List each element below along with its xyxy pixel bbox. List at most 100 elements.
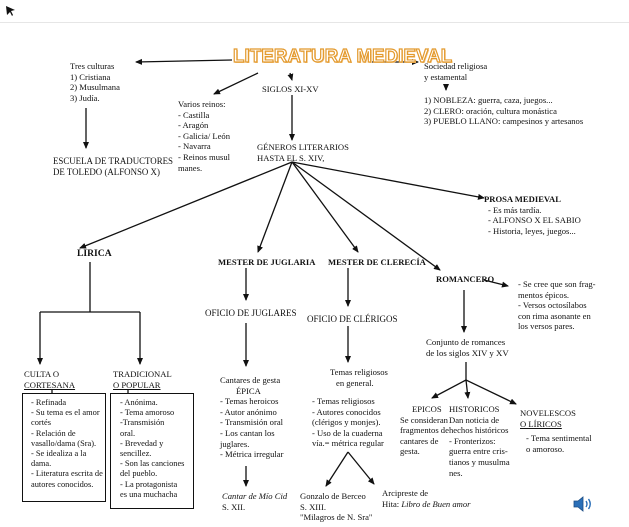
trad-box-line: - La protagonista xyxy=(120,479,178,489)
varios-reinos: Varios reinos: - Castilla - Aragón - Gal… xyxy=(178,99,230,173)
novelescos-title: NOVELESCOS xyxy=(520,408,576,418)
cantares-line: - Métrica irregular xyxy=(220,449,284,460)
historicos-line: hechos históricos xyxy=(449,425,509,436)
berceo-line: "Milagros de N. Sra" xyxy=(300,512,373,523)
cantares-line: - Transmisión oral xyxy=(220,417,284,428)
culta-line: CORTESANA xyxy=(24,379,76,390)
culta-cortesana: CULTA O CORTESANA xyxy=(24,369,75,390)
trad-box-line: - Anónima. xyxy=(120,398,158,407)
tres-culturas-line: 1) Cristiana xyxy=(70,71,111,82)
historicos-line: tianos y musulma xyxy=(449,456,510,467)
estamentos-list: 1) NOBLEZA: guerra, caza, juegos... 2) C… xyxy=(424,95,583,127)
epicos-title: EPICOS xyxy=(412,404,442,414)
culta-line: CULTA O xyxy=(24,369,60,379)
trad-box-line: -Transmisión xyxy=(120,418,165,428)
epicos-line: Se consideran xyxy=(400,414,448,425)
trad-box-line: sencillez. xyxy=(120,449,152,459)
speaker-icon[interactable] xyxy=(572,494,594,519)
trad-box-line: es una muchacha xyxy=(120,489,178,499)
clerecia-list: - Temas religiosos - Autores conocidos (… xyxy=(312,396,384,449)
historicos-title: HISTORICOS xyxy=(449,404,500,414)
historicos-line: guerra entre cris- xyxy=(449,446,508,457)
top-toolbar-strip xyxy=(0,0,629,23)
novelescos-line: - Tema sentimental xyxy=(526,433,592,444)
romancero-note-line: - Versos octosílabos xyxy=(518,300,587,311)
culta-box-line: - Relación de xyxy=(31,428,76,438)
clerecia-list-line: vía.= métrica regular xyxy=(312,438,384,449)
culta-box-line: autores conocidos. xyxy=(31,479,94,489)
clerecia-list-line: - Uso de la cuaderna xyxy=(312,427,383,438)
culta-box: - Refinada - Su tema es el amor cortés -… xyxy=(22,393,106,502)
trad-box-line: - Tema amoroso xyxy=(120,408,175,418)
romances-historicos: HISTORICOS Dan noticia de hechos históri… xyxy=(449,404,510,478)
romances-novelescos: NOVELESCOS O LÍRICOS - Tema sentimental … xyxy=(520,408,592,454)
conjunto-romances: Conjunto de romances de los siglos XIV y… xyxy=(426,337,509,358)
temas-religiosos-line: Temas religiosos xyxy=(330,367,388,377)
romancero-note-line: con rima asonante en xyxy=(518,310,591,321)
romancero-note-line: mentos épicos. xyxy=(518,289,570,300)
reinos-line: - Galicia/ León xyxy=(178,130,231,141)
culta-box-line: - Literatura escrita de xyxy=(31,469,103,479)
berceo-line: Gonzalo de Berceo xyxy=(300,491,366,501)
arcipreste-prefix: Hita: xyxy=(382,498,402,509)
temas-religiosos: Temas religiosos en general. xyxy=(330,367,388,388)
epicos-line: gesta. xyxy=(400,446,420,457)
prosa-line: - Es más tardía. xyxy=(488,204,542,215)
cantares-line: juglares. xyxy=(220,438,250,449)
reinos-line: - Castilla xyxy=(178,109,210,120)
siglos-label: SIGLOS XI-XV xyxy=(262,84,319,94)
romancero-note: - Se cree que son frag- mentos épicos. -… xyxy=(518,279,596,332)
cantar-mio-cid: Cantar de Mío Cid S. XII. xyxy=(222,491,287,512)
tradicional-line: TRADICIONAL xyxy=(113,369,172,379)
clerecia-list-line: - Temas religiosos xyxy=(312,396,375,406)
clerecia-list-line: - Autores conocidos xyxy=(312,406,381,417)
historicos-line: nes. xyxy=(449,467,463,478)
cantares-gesta: Cantares de gesta ÉPICA - Temas heroicos… xyxy=(220,375,283,460)
arcipreste: Arcipreste de Hita: Libro de Buen amor xyxy=(382,488,471,509)
culta-box-line: dama. xyxy=(31,459,52,469)
berceo-line: S. XIII. xyxy=(300,501,327,512)
romancero-note-line: los versos pares. xyxy=(518,321,575,332)
romancero-heading: ROMANCERO xyxy=(436,274,495,284)
generos-literarios: GÉNEROS LITERARIOS HASTA EL S. XIV, xyxy=(257,142,349,163)
cantares-line: - Temas heroicos xyxy=(220,396,279,407)
cantar-mio-cid-century: S. XII. xyxy=(222,501,246,512)
oficio-juglares: OFICIO DE JUGLARES xyxy=(205,308,297,318)
epicos-line: cantares de xyxy=(400,435,439,446)
clerecia-list-line: (clérigos y monjes). xyxy=(312,417,381,428)
cursor-arrow-icon xyxy=(6,6,15,16)
cantares-line: - Autor anónimo xyxy=(220,406,277,417)
generos-line: HASTA EL S. XIV, xyxy=(257,152,325,163)
estamento-line: 1) NOBLEZA: guerra, caza, juegos... xyxy=(424,95,553,105)
reinos-line: - Reinos musul xyxy=(178,151,231,162)
romances-epicos: EPICOS Se consideran fragmentos de canta… xyxy=(400,404,449,457)
reinos-line: - Aragón xyxy=(178,120,209,131)
tres-culturas-line: 3) Judía. xyxy=(70,92,100,103)
culta-box-line: - Se idealiza a la xyxy=(31,449,87,459)
reinos-line: Varios reinos: xyxy=(178,99,226,109)
cantar-mio-cid-title: Cantar de Mío Cid xyxy=(222,491,288,501)
tradicional-line: O POPULAR xyxy=(113,379,161,390)
lirica-heading: LIRICA xyxy=(77,248,112,259)
mester-clerecia-heading: MESTER DE CLERECÍA xyxy=(328,257,426,267)
culta-box-line: vasallo/dama (Sra). xyxy=(31,438,97,448)
sociedad-religiosa: Sociedad religiosa y estamental xyxy=(424,61,487,82)
tres-culturas: Tres culturas 1) Cristiana 2) Musulmana … xyxy=(70,61,120,103)
escuela-line: DE TOLEDO (ALFONSO X) xyxy=(53,167,160,177)
sociedad-line: y estamental xyxy=(424,71,468,82)
trad-box-line: - Son las canciones xyxy=(120,459,185,469)
historicos-line: Dan noticia de xyxy=(449,414,500,425)
historicos-line: - Fronterizos: xyxy=(449,435,496,446)
culta-box-line: - Refinada xyxy=(31,398,67,407)
prosa-line: - ALFONSO X EL SABIO xyxy=(488,215,581,226)
cantares-line: Cantares de gesta xyxy=(220,375,281,385)
escuela-traductores: ESCUELA DE TRADUCTORES DE TOLEDO (ALFONS… xyxy=(53,156,173,178)
reinos-line: manes. xyxy=(178,162,203,173)
generos-line: GÉNEROS LITERARIOS xyxy=(257,142,349,152)
epicos-line: fragmentos de xyxy=(400,425,449,436)
estamento-line: 3) PUEBLO LLANO: campesinos y artesanos xyxy=(424,116,584,127)
prosa-line: - Historia, leyes, juegos... xyxy=(488,225,576,236)
reinos-line: - Navarra xyxy=(178,141,211,152)
trad-box-line: - Brevedad y xyxy=(120,438,164,448)
